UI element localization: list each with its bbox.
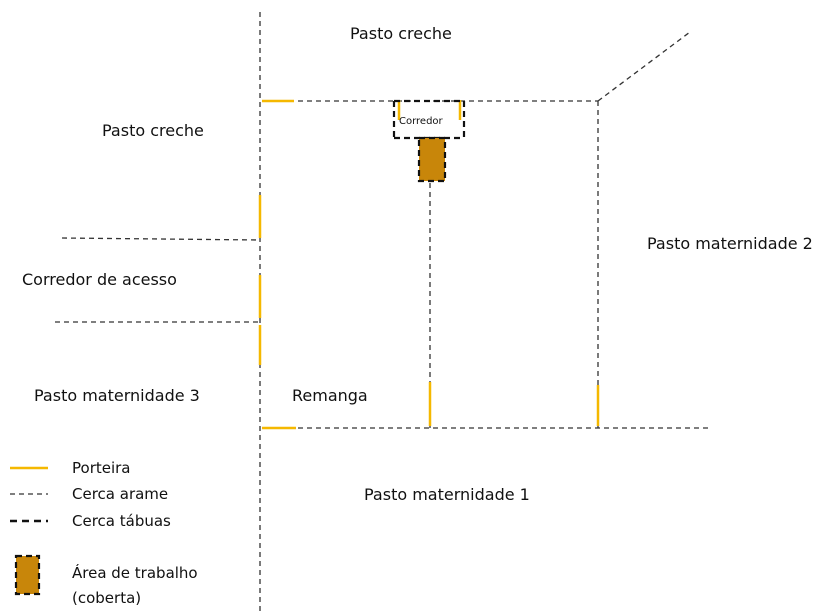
label-corredor: Corredor [399,116,444,127]
legend-porteira-label: Porteira [72,459,131,477]
legend-cerca-arame-label: Cerca arame [72,485,168,503]
label-pasto-maternidade-3: Pasto maternidade 3 [34,386,200,405]
fence-access-top [61,237,261,241]
legend-cerca-tabuas-label: Cerca tábuas [72,512,171,530]
legend-area-trabalho-swatch [14,554,41,596]
label-pasto-maternidade-2: Pasto maternidade 2 [647,234,813,253]
fence-diagonal-ne [597,31,691,102]
legend-area-trabalho-label: Área de trabalho [72,563,198,582]
label-pasto-creche-left: Pasto creche [102,121,204,140]
gates [258,99,600,430]
label-pasto-maternidade-1: Pasto maternidade 1 [364,485,530,504]
label-pasto-creche-top: Pasto creche [350,24,452,43]
work-area [417,136,447,183]
label-corredor-acesso: Corredor de acesso [22,270,177,289]
legend-area-trabalho-sublabel: (coberta) [72,589,141,607]
legend: Porteira Cerca arame Cerca tábuas Área d… [10,459,198,607]
label-remanga: Remanga [292,386,368,405]
